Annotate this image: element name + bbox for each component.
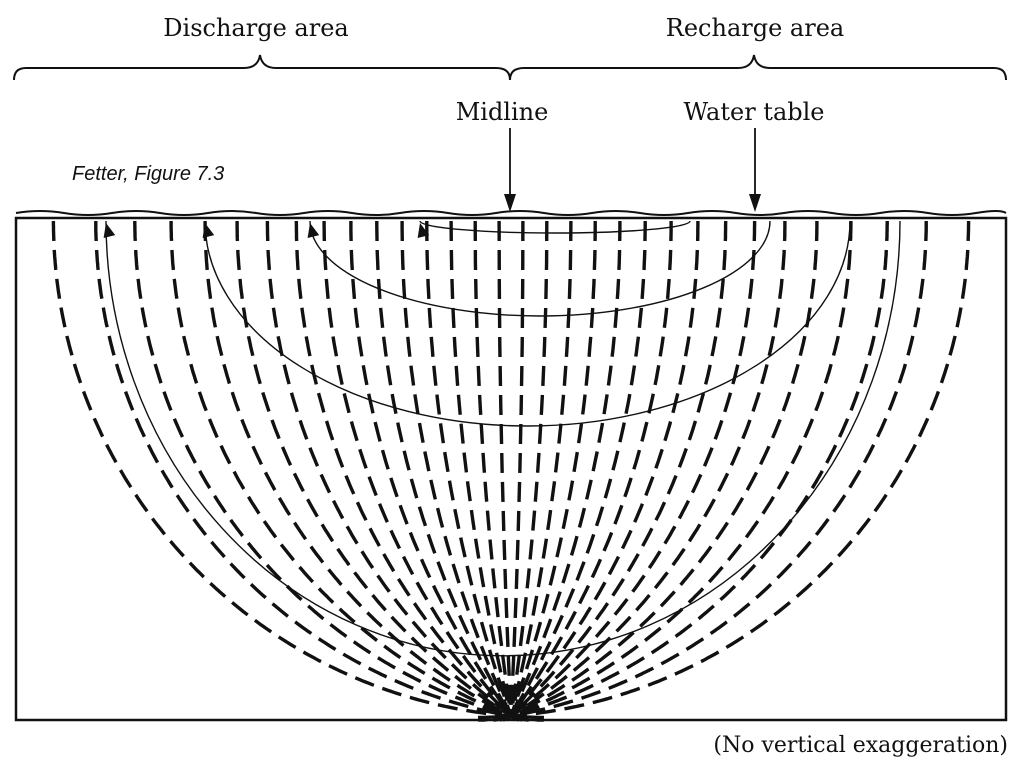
- water-table-label: Water table: [683, 98, 824, 126]
- equipotential-line: [505, 220, 728, 722]
- equipotential-line: [425, 221, 514, 719]
- flow-line: [105, 220, 901, 657]
- equipotential-line: [203, 221, 520, 722]
- equipotential-line: [449, 220, 514, 719]
- flow-line: [204, 220, 851, 427]
- midline-label: Midline: [456, 98, 549, 126]
- flow-arrowhead: [103, 223, 116, 238]
- equipotential-line: [508, 221, 700, 719]
- flow-line: [309, 220, 771, 317]
- equipotential-line: [322, 221, 514, 719]
- equipotential-line: [509, 220, 525, 719]
- equipotential-lines: [51, 220, 971, 722]
- vertical-exaggeration-note: (No vertical exaggeration): [713, 733, 1008, 758]
- water-table-arrow: [749, 128, 761, 212]
- figure-caption: Fetter, Figure 7.3: [72, 163, 224, 185]
- water-table-line: [15, 210, 1007, 216]
- equipotential-line: [508, 221, 597, 719]
- equipotential-line: [505, 221, 757, 722]
- equipotential-line: [349, 221, 514, 719]
- flow-arrowhead: [202, 223, 215, 238]
- flow-arrowhead: [417, 223, 430, 238]
- discharge-area-label: Discharge area: [163, 14, 348, 42]
- flow-line: [419, 220, 691, 234]
- flow-arrowhead: [307, 223, 320, 238]
- discharge-area-brace: [13, 54, 511, 81]
- equipotential-line: [169, 221, 523, 722]
- equipotential-line: [497, 220, 513, 719]
- equipotential-line: [94, 221, 544, 722]
- midline-arrow: [504, 128, 516, 212]
- equipotential-line: [508, 221, 647, 719]
- equipotential-line: [478, 221, 928, 722]
- equipotential-line: [473, 220, 513, 719]
- recharge-area-label: Recharge area: [666, 14, 844, 42]
- equipotential-line: [51, 221, 550, 720]
- equipotential-line: [508, 221, 673, 719]
- equipotential-line: [509, 220, 549, 719]
- aquifer-boundary: [14, 216, 1008, 722]
- flow-lines: [103, 220, 901, 657]
- equipotential-line: [508, 220, 573, 719]
- equipotential-line: [502, 221, 787, 722]
- recharge-area-brace: [509, 54, 1007, 81]
- equipotential-line: [472, 221, 971, 720]
- equipotential-line: [265, 221, 517, 722]
- equipotential-line: [499, 221, 853, 722]
